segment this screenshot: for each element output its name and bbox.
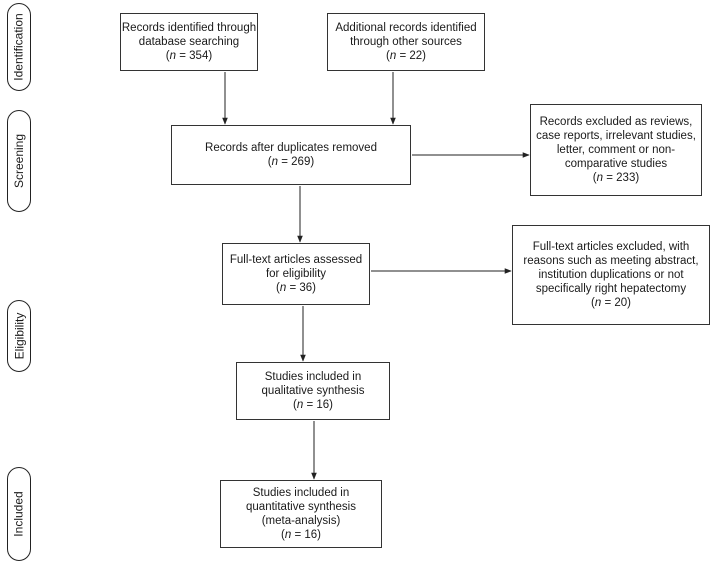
box-count: (n = 16) (281, 529, 321, 541)
after-duplicates-box: Records after duplicates removed (n = 26… (171, 125, 411, 185)
box-line: Full-text articles assessed (229, 254, 363, 266)
count-value: 16 (316, 399, 330, 411)
box-line: comparative studies (564, 158, 668, 170)
n-symbol: n (279, 282, 287, 294)
database-records-box: Records identified through database sear… (120, 13, 258, 71)
phase-eligibility-label: Eligibility (12, 312, 26, 360)
box-line: Additional records identified (335, 22, 477, 34)
box-count: (n = 16) (293, 399, 333, 411)
box-count: (n = 20) (591, 297, 631, 309)
count-value: 36 (299, 282, 313, 294)
box-count: (n = 22) (386, 50, 426, 62)
box-line: for eligibility (265, 268, 327, 280)
box-line: Full-text articles excluded, with (532, 241, 690, 253)
box-line: quantitative synthesis (246, 501, 356, 513)
box-line: Records identified through (121, 22, 257, 34)
box-count: (n = 233) (592, 172, 640, 184)
other-sources-box: Additional records identified through ot… (327, 13, 485, 71)
n-symbol: n (169, 50, 177, 62)
n-symbol: n (271, 156, 279, 168)
box-line: qualitative synthesis (261, 385, 365, 397)
box-line: through other sources (350, 36, 462, 48)
qualitative-synthesis-box: Studies included in qualitative synthesi… (236, 362, 390, 420)
box-line: institution duplications or not (538, 269, 684, 281)
box-line: Records excluded as reviews, (539, 116, 693, 128)
box-count: (n = 354) (165, 50, 213, 62)
count-value: 269 (291, 156, 311, 168)
n-symbol: n (296, 399, 304, 411)
box-line: case reports, irrelevant studies, (536, 130, 696, 142)
box-line: specifically right hepatectomy (535, 283, 687, 295)
n-symbol: n (284, 529, 292, 541)
fulltext-assessed-box: Full-text articles assessed for eligibil… (222, 243, 370, 305)
phase-included: Included (7, 467, 31, 561)
count-value: 354 (189, 50, 209, 62)
box-line: database searching (138, 36, 240, 48)
phase-screening-label: Screening (12, 133, 27, 189)
excluded-records-box: Records excluded as reviews, case report… (530, 104, 702, 196)
box-count: (n = 269) (267, 156, 315, 168)
n-symbol: n (594, 297, 602, 309)
box-count: (n = 36) (276, 282, 316, 294)
phase-eligibility: Eligibility (7, 300, 31, 372)
phase-included-label: Included (12, 491, 26, 537)
box-line: (meta-analysis) (261, 515, 341, 527)
quantitative-synthesis-box: Studies included in quantitative synthes… (220, 480, 382, 548)
phase-screening: Screening (7, 110, 31, 212)
box-line: Studies included in (252, 487, 350, 499)
n-symbol: n (596, 172, 604, 184)
box-line: Studies included in (264, 371, 362, 383)
count-value: 22 (409, 50, 423, 62)
fulltext-excluded-box: Full-text articles excluded, with reason… (512, 225, 710, 325)
count-value: 16 (304, 529, 318, 541)
n-symbol: n (389, 50, 397, 62)
box-line: letter, comment or non- (556, 144, 676, 156)
count-value: 233 (616, 172, 636, 184)
box-line: reasons such as meeting abstract, (523, 255, 699, 267)
phase-identification: Identification (7, 3, 31, 91)
count-value: 20 (614, 297, 628, 309)
box-line: Records after duplicates removed (205, 142, 377, 154)
phase-identification-label: Identification (12, 13, 27, 81)
